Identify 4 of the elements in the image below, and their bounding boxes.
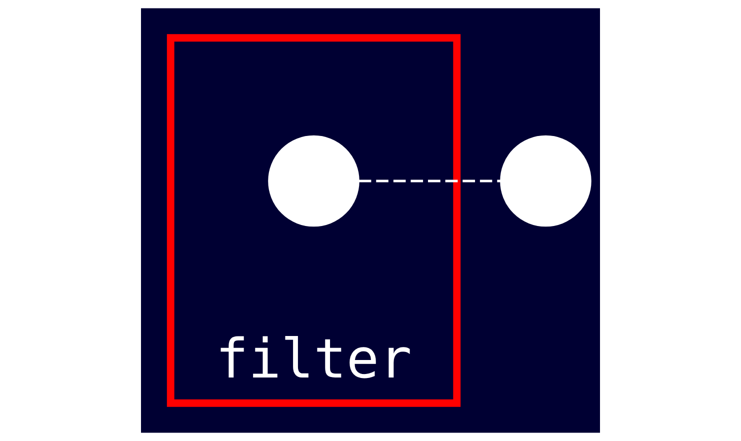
- node-circle: [268, 135, 360, 227]
- node-circle: [500, 135, 592, 227]
- cluster: filter: [166, 34, 461, 407]
- connector: [358, 180, 501, 182]
